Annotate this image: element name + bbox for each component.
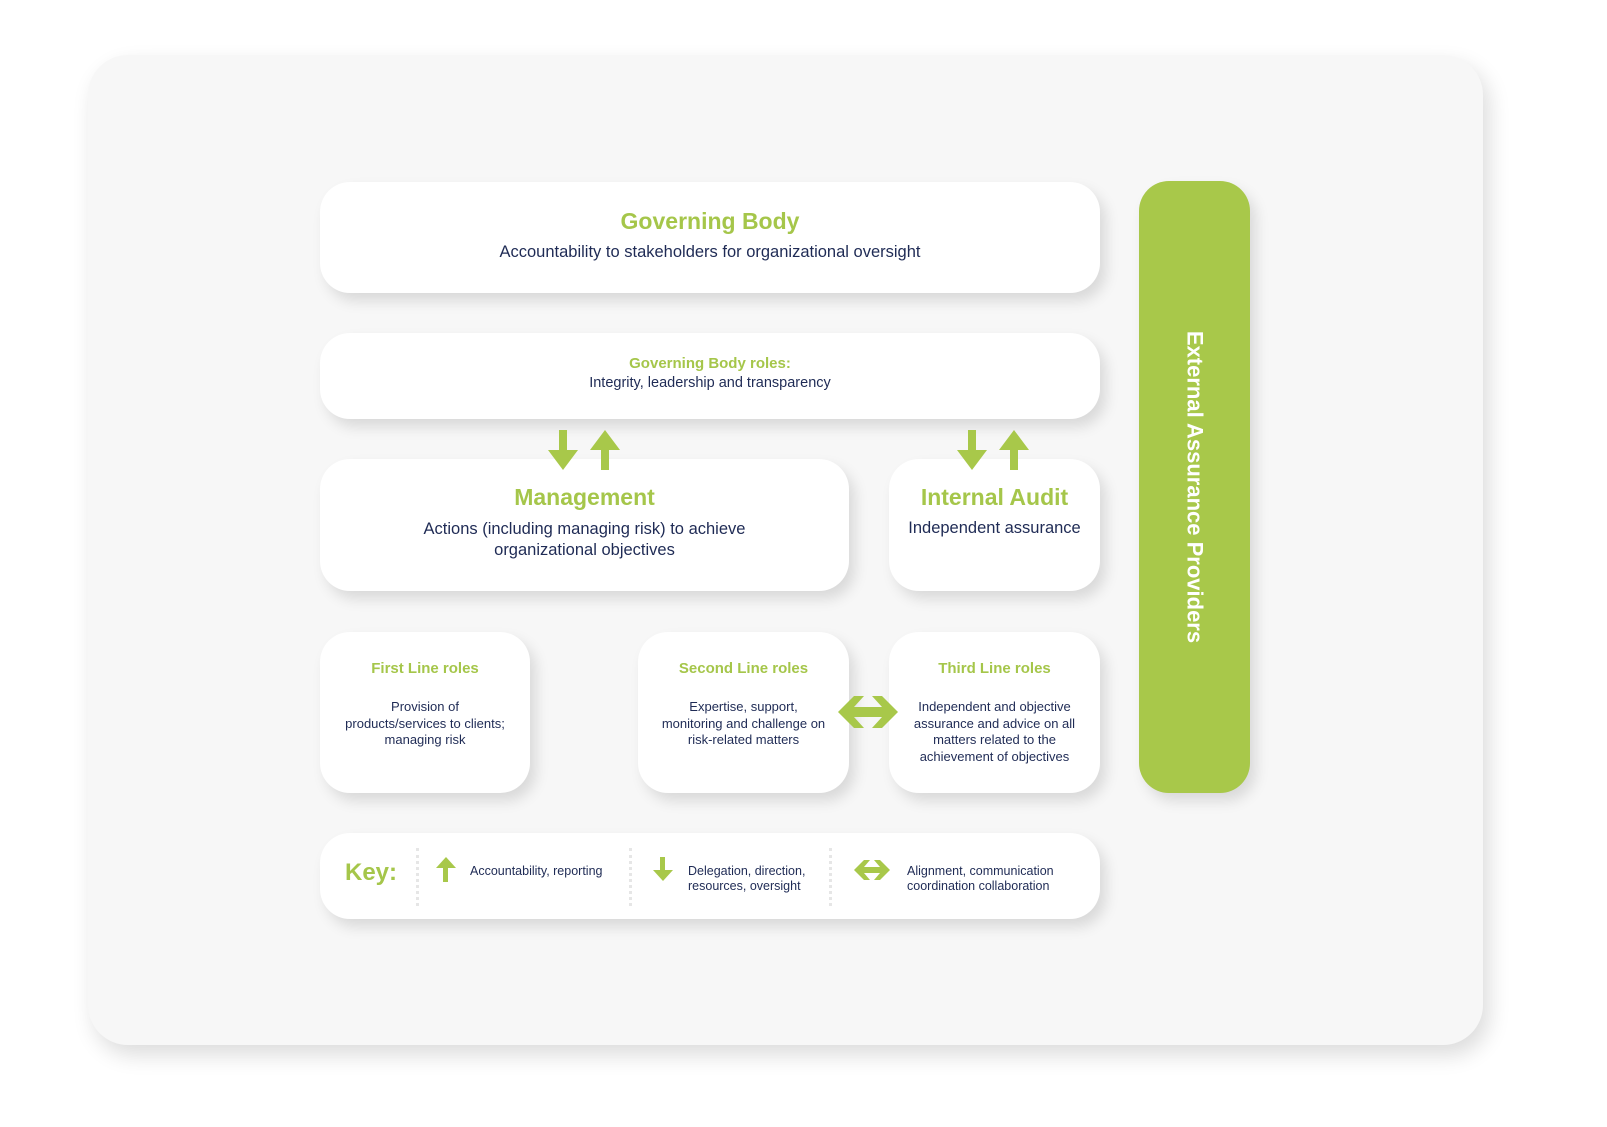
- key-divider: [416, 848, 419, 906]
- arrow-up-icon: [590, 430, 620, 470]
- management-box: Management Actions (including managing r…: [320, 459, 849, 591]
- key-box: Key:: [320, 833, 1100, 919]
- governing-body-title: Governing Body: [620, 208, 800, 234]
- management-subtitle: Actions (including managing risk) to ach…: [423, 520, 746, 559]
- second-line-text: Expertise, support, monitoring and chall…: [661, 699, 826, 747]
- key-label: Key:: [345, 859, 398, 886]
- third-line-box: Third Line roles Independent and objecti…: [889, 632, 1100, 793]
- second-line-box: Second Line roles Expertise, support, mo…: [638, 632, 849, 793]
- arrow-down-icon: [957, 430, 987, 470]
- key-item-alignment: Alignment, communication coordination co…: [907, 864, 1054, 893]
- internal-audit-title: Internal Audit: [920, 484, 1069, 510]
- first-line-text: Provision of products/services to client…: [345, 699, 505, 747]
- governing-body-roles-box: Governing Body roles: Integrity, leaders…: [320, 333, 1100, 419]
- key-divider: [829, 848, 832, 906]
- internal-audit-subtitle: Independent assurance: [908, 519, 1081, 537]
- external-assurance-providers-bar: External Assurance Providers: [1139, 181, 1250, 793]
- governing-body-roles-title: Governing Body roles:: [629, 355, 791, 372]
- double-arrow-icon: [838, 696, 898, 728]
- key-divider: [629, 848, 632, 906]
- key-item-accountability: Accountability, reporting: [470, 864, 603, 878]
- third-line-title: Third Line roles: [938, 660, 1051, 677]
- governing-body-subtitle: Accountability to stakeholders for organ…: [499, 243, 921, 261]
- arrow-up-icon: [436, 857, 456, 882]
- double-arrow-icon: [854, 860, 890, 880]
- arrow-up-icon: [999, 430, 1029, 470]
- arrow-down-icon: [653, 857, 673, 881]
- third-line-text: Independent and objective assurance and …: [913, 699, 1076, 764]
- internal-audit-arrows: [957, 430, 1029, 470]
- internal-audit-box: Internal Audit Independent assurance: [889, 459, 1100, 591]
- first-line-title: First Line roles: [371, 660, 479, 677]
- management-arrows: [548, 430, 620, 470]
- first-line-box: First Line roles Provision of products/s…: [320, 632, 530, 793]
- second-line-title: Second Line roles: [678, 660, 809, 677]
- external-assurance-label: External Assurance Providers: [1182, 330, 1208, 644]
- key-item-delegation: Delegation, direction, resources, oversi…: [688, 864, 806, 893]
- arrow-down-icon: [548, 430, 578, 470]
- governing-body-roles-subtitle: Integrity, leadership and transparency: [589, 375, 831, 391]
- governing-body-box: Governing Body Accountability to stakeho…: [320, 182, 1100, 293]
- management-title: Management: [514, 484, 655, 510]
